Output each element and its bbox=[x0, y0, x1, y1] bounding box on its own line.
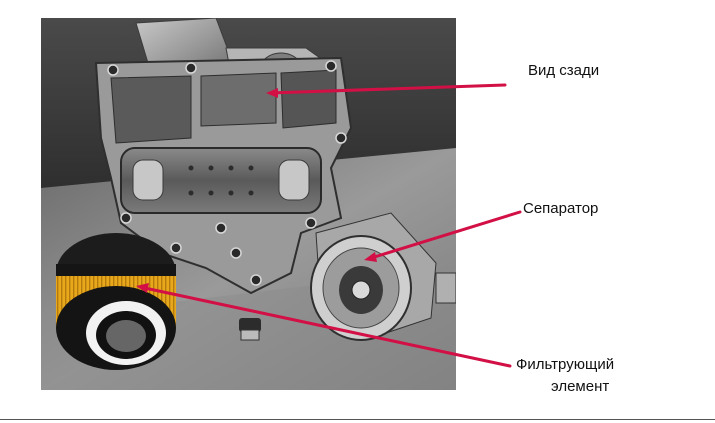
arrow-rear-view bbox=[268, 83, 507, 95]
label-separator: Сепаратор bbox=[523, 200, 599, 217]
bottom-divider bbox=[0, 419, 715, 420]
oil-module-photo bbox=[41, 18, 456, 390]
separator-part bbox=[310, 212, 456, 341]
arrow-filter-element bbox=[138, 285, 512, 368]
label-filter-element-line1: Фильтрующий bbox=[516, 356, 615, 373]
label-rear-view: Вид сзади bbox=[528, 62, 600, 79]
oil-module-illustration bbox=[41, 18, 456, 390]
arrow-separator bbox=[366, 210, 522, 261]
label-filter-element-line2: элемент bbox=[551, 378, 610, 395]
filter-element-part bbox=[56, 233, 176, 370]
